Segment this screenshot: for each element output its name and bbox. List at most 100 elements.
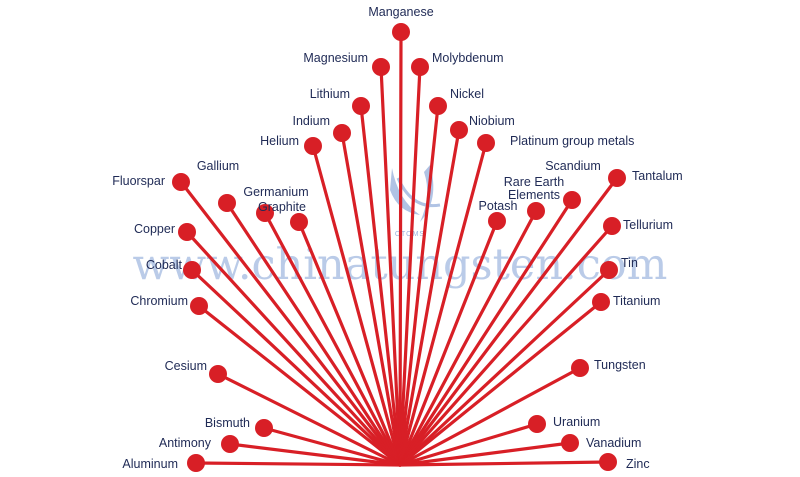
stem-gallium [225,201,402,467]
stem-graphite [297,220,402,467]
stem-helium [311,144,402,467]
dot-cesium [209,365,227,383]
label-aluminum: Aluminum [122,457,178,471]
label-molybdenum: Molybdenum [432,51,504,65]
dot-vanadium [561,434,579,452]
label-magnesium: Magnesium [303,51,368,65]
label-tin: Tin [621,256,638,270]
label-uranium: Uranium [553,415,600,429]
stem-titanium [398,300,603,467]
dot-lithium [352,97,370,115]
stems-group [179,30,619,467]
stem-indium [340,131,402,467]
label-cesium: Cesium [165,359,207,373]
stem-magnesium [379,65,402,467]
stem-fluorspar [179,180,402,467]
dot-potash [488,212,506,230]
stem-aluminum [194,461,402,467]
stem-niobium [398,128,461,467]
label-potash: Potash [479,199,518,213]
stem-scandium [398,198,574,467]
stem-manganese [398,30,403,467]
dot-chromium [190,297,208,315]
watermark-logo-text: CTOMS [395,231,425,238]
dot-scandium [563,191,581,209]
label-cobalt: Cobalt [146,258,183,272]
stem-tellurium [398,224,614,467]
label-chromium: Chromium [130,294,188,308]
label-niobium: Niobium [469,114,515,128]
stem-bismuth [262,426,402,467]
dot-niobium [450,121,468,139]
stem-tungsten [398,366,582,467]
dot-tin [600,261,618,279]
stem-lithium [359,104,402,467]
dot-tungsten [571,359,589,377]
dot-uranium [528,415,546,433]
dot-nickel [429,97,447,115]
dot-tellurium [603,217,621,235]
stem-chromium [197,304,402,467]
stem-rare-earth-elements [398,209,538,467]
dot-gallium [218,194,236,212]
labels-group: Aluminum Antimony Bismuth Cesium Chromium Cob… [112,5,683,471]
dot-magnesium [372,58,390,76]
dot-copper [178,223,196,241]
stem-potash [398,219,499,467]
dot-molybdenum [411,58,429,76]
dot-graphite [290,213,308,231]
label-bismuth: Bismuth [205,416,250,430]
dot-tantalum [608,169,626,187]
label-zinc: Zinc [626,457,650,471]
label-antimony: Antimony [159,436,212,450]
dot-bismuth [255,419,273,437]
label-line: Elements [508,188,560,202]
label-gallium: Gallium [197,159,239,173]
dot-manganese [392,23,410,41]
label-copper: Copper [134,222,175,236]
dot-indium [333,124,351,142]
dot-rare-earth-elements [527,202,545,220]
stem-platinum-group-metals [398,141,488,467]
label-scandium: Scandium [545,159,601,173]
label-helium: Helium [260,134,299,148]
label-graphite: Graphite [258,200,306,214]
label-nickel: Nickel [450,87,484,101]
label-tellurium: Tellurium [623,218,673,232]
stem-tantalum [398,176,619,467]
label-platinum-group-metals: Platinum group metals [510,134,634,148]
stem-copper [185,230,402,467]
stem-molybdenum [398,65,422,467]
dot-titanium [592,293,610,311]
dots-group [172,23,626,472]
label-germanium: Germanium [243,185,308,199]
label-lithium: Lithium [310,87,350,101]
dot-fluorspar [172,173,190,191]
label-indium: Indium [292,114,330,128]
stem-zinc [398,460,610,467]
dot-helium [304,137,322,155]
label-manganese: Manganese [368,5,433,19]
dot-cobalt [183,261,201,279]
label-line: Rare Earth [504,175,564,189]
stem-germanium [263,211,402,467]
label-tantalum: Tantalum [632,169,683,183]
stem-nickel [398,104,440,467]
dot-germanium [256,204,274,222]
stem-uranium [398,422,539,467]
label-vanadium: Vanadium [586,436,641,450]
label-fluorspar: Fluorspar [112,174,165,188]
stem-tin [398,268,611,467]
dot-zinc [599,453,617,471]
label-tungsten: Tungsten [594,358,646,372]
dot-aluminum [187,454,205,472]
dot-antimony [221,435,239,453]
stem-vanadium [398,441,572,467]
label-titanium: Titanium [613,294,660,308]
stem-antimony [228,442,402,467]
stem-cobalt [190,268,402,467]
stem-cesium [216,372,402,467]
